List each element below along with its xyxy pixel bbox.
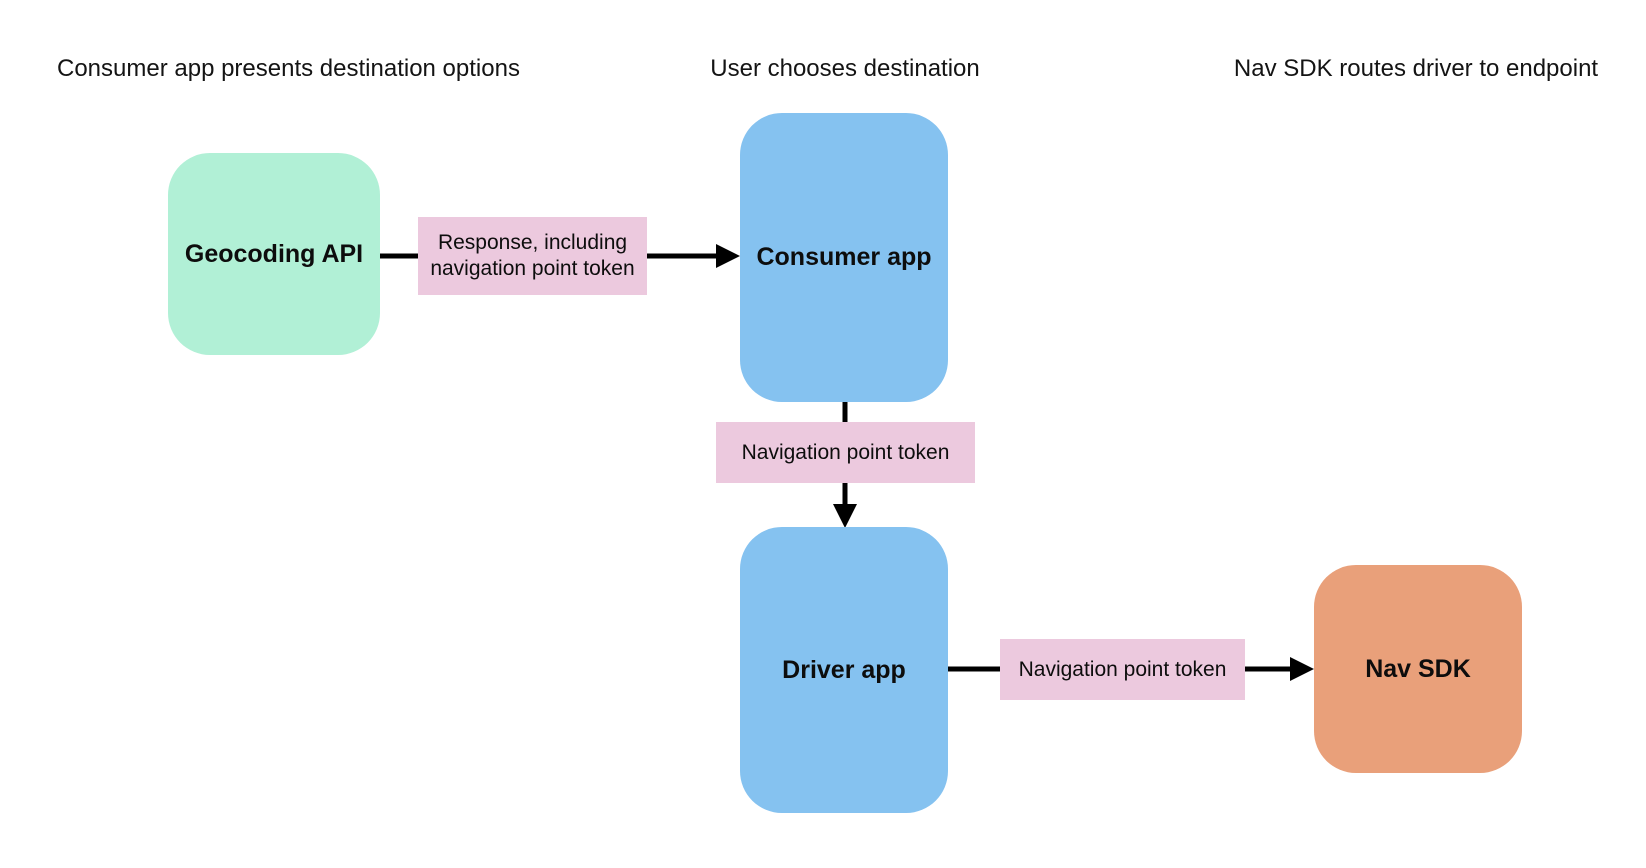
- node-consumer-app: Consumer app: [740, 113, 948, 402]
- arrowhead-into-consumer-icon: [716, 244, 740, 268]
- edge-label-navigation-point-token-horizontal: Navigation point token: [1000, 639, 1245, 700]
- edge-label-response-including-token: Response, including navigation point tok…: [418, 217, 647, 295]
- node-geocoding-api: Geocoding API: [168, 153, 380, 355]
- node-driver-app: Driver app: [740, 527, 948, 813]
- column-header-nav-sdk-routes: Nav SDK routes driver to endpoint: [1233, 55, 1599, 82]
- arrowhead-into-driver-icon: [833, 504, 857, 528]
- arrowhead-into-navsdk-icon: [1290, 657, 1314, 681]
- edge-label-navigation-point-token-vertical: Navigation point token: [716, 422, 975, 483]
- node-nav-sdk: Nav SDK: [1314, 565, 1522, 773]
- column-header-consumer-presents: Consumer app presents destination option…: [57, 55, 520, 82]
- column-header-user-chooses: User chooses destination: [710, 55, 980, 82]
